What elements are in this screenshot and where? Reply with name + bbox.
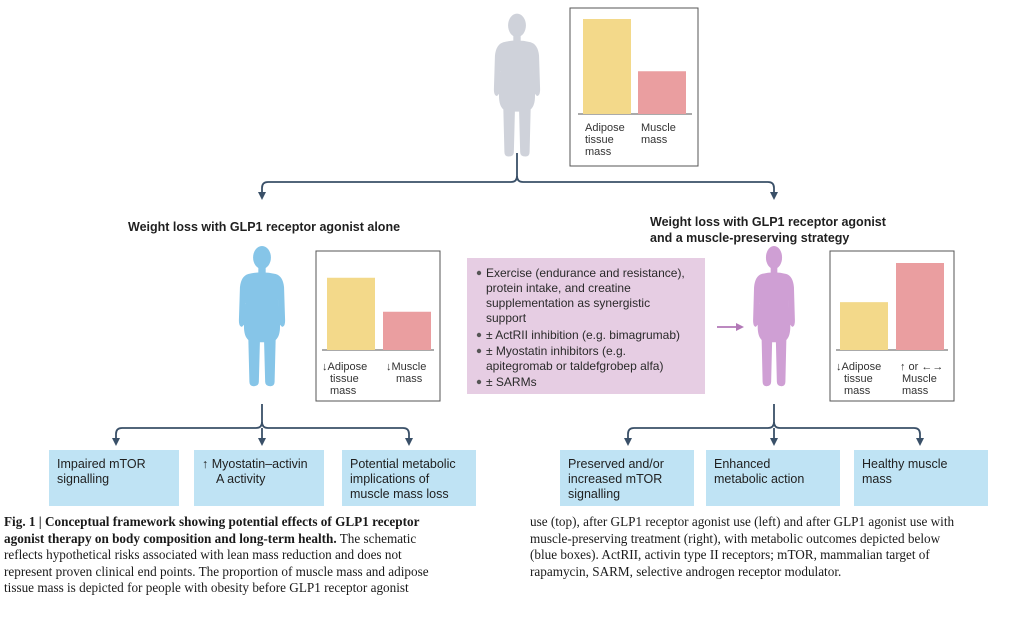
left-chart: ↓Adipose tissue mass ↓Muscle mass [315, 250, 441, 402]
strategy-item-actrii: ± ActRII inhibition (e.g. bimagrumab) [486, 328, 680, 342]
right-outcome-box-mtor: Preserved and/or increased mTOR signalli… [560, 450, 694, 506]
caption-right-line-3: (blue boxes). ActRII, activin type II re… [530, 547, 930, 563]
caption-fig-title: Fig. 1 | Conceptual framework showing po… [4, 514, 420, 529]
top-chart-bar-muscle [638, 71, 686, 114]
left-branch-connector [112, 404, 413, 446]
left-outcome-box-mtor: Impaired mTOR signalling [49, 450, 179, 506]
right-panel-title: Weight loss with GLP1 receptor agonist a… [650, 215, 889, 245]
left-chart-bar-muscle [383, 311, 431, 350]
figure-caption-left: Fig. 1 | Conceptual framework showing po… [4, 514, 492, 597]
right-outcome-box-healthy-muscle: Healthy muscle mass [854, 450, 988, 506]
svg-text:↑ Myostatin–activin A: ↑ Myostatin–activin A activity [202, 457, 311, 486]
strategy-box: Exercise (endurance and resistance), pro… [467, 258, 705, 394]
right-outcome-box-metabolic: Enhanced metabolic action [706, 450, 840, 506]
caption-right-line-1: use (top), after GLP1 receptor agonist u… [530, 514, 955, 529]
right-outcome-boxes: Preserved and/or increased mTOR signalli… [560, 450, 988, 506]
top-person-icon [493, 13, 541, 157]
right-chart: ↓Adipose tissue mass ↑ or ←→ Muscle mass [829, 250, 955, 402]
right-chart-label-adipose: ↓Adipose tissue mass [836, 361, 884, 397]
left-outcome-box-myostatin: ↑ Myostatin–activin A activity [194, 450, 324, 506]
top-chart-frame [569, 7, 699, 167]
top-branch-connector [258, 153, 778, 200]
svg-text:Preserved and/or incre: Preserved and/or increased mTOR signalli… [568, 457, 667, 501]
right-person-icon [753, 245, 795, 387]
left-outcome-box-metabolic: Potential metabolic implications of musc… [342, 450, 476, 506]
left-outcome-boxes: Impaired mTOR signalling ↑ Myostatin–act… [49, 450, 476, 506]
right-branch-connector [624, 404, 924, 446]
left-person-icon [238, 245, 286, 387]
left-panel-title: Weight loss with GLP1 receptor agonist a… [128, 220, 400, 234]
caption-left-line-1: agonist therapy on body composition and … [4, 530, 417, 546]
caption-left-line-3: represent proven clinical end points. Th… [4, 563, 429, 579]
strategy-bullets [476, 270, 482, 385]
top-chart-label-adipose: Adipose tissue mass [585, 122, 628, 158]
svg-text:Healthy muscle mass: Healthy muscle mass [862, 457, 951, 486]
svg-text:Enhanced metabolic act: Enhanced metabolic action [714, 457, 804, 486]
strategy-item-myostatin: ± Myostatin inhibitors (e.g. apitegromab… [486, 344, 663, 373]
svg-text:Impaired mTOR signalli: Impaired mTOR signalling [57, 457, 149, 486]
left-chart-label-muscle: ↓Muscle mass [386, 361, 429, 385]
right-chart-bar-muscle [896, 263, 944, 350]
figure-caption-right: use (top), after GLP1 receptor agonist u… [530, 514, 1020, 580]
left-chart-frame [315, 250, 441, 402]
right-chart-bar-adipose [840, 302, 888, 350]
top-chart-label-muscle: Muscle mass [641, 122, 679, 146]
caption-left-line-4: tissue mass is depicted for people with … [4, 580, 409, 596]
caption-left-line-2: reflects hypothetical risks associated w… [4, 547, 402, 563]
top-chart-bar-adipose [583, 19, 631, 114]
top-chart: Adipose tissue mass Muscle mass [569, 7, 699, 167]
caption-right-line-4: rapamycin, SARM, selective androgen rece… [530, 563, 842, 579]
right-chart-label-muscle: ↑ or ←→ Muscle mass [900, 361, 946, 397]
strategy-box-bg [467, 258, 705, 394]
right-chart-frame [829, 250, 955, 402]
svg-text:Potential metabolic im: Potential metabolic implications of musc… [350, 457, 459, 501]
strategy-item-sarms: ± SARMs [486, 375, 537, 389]
strategy-item-exercise: Exercise (endurance and resistance), pro… [486, 266, 688, 325]
left-chart-label-adipose: ↓Adipose tissue mass [322, 361, 370, 397]
caption-right-line-2: muscle-preserving treatment (right), wit… [530, 530, 941, 546]
left-chart-bar-adipose [327, 277, 375, 350]
